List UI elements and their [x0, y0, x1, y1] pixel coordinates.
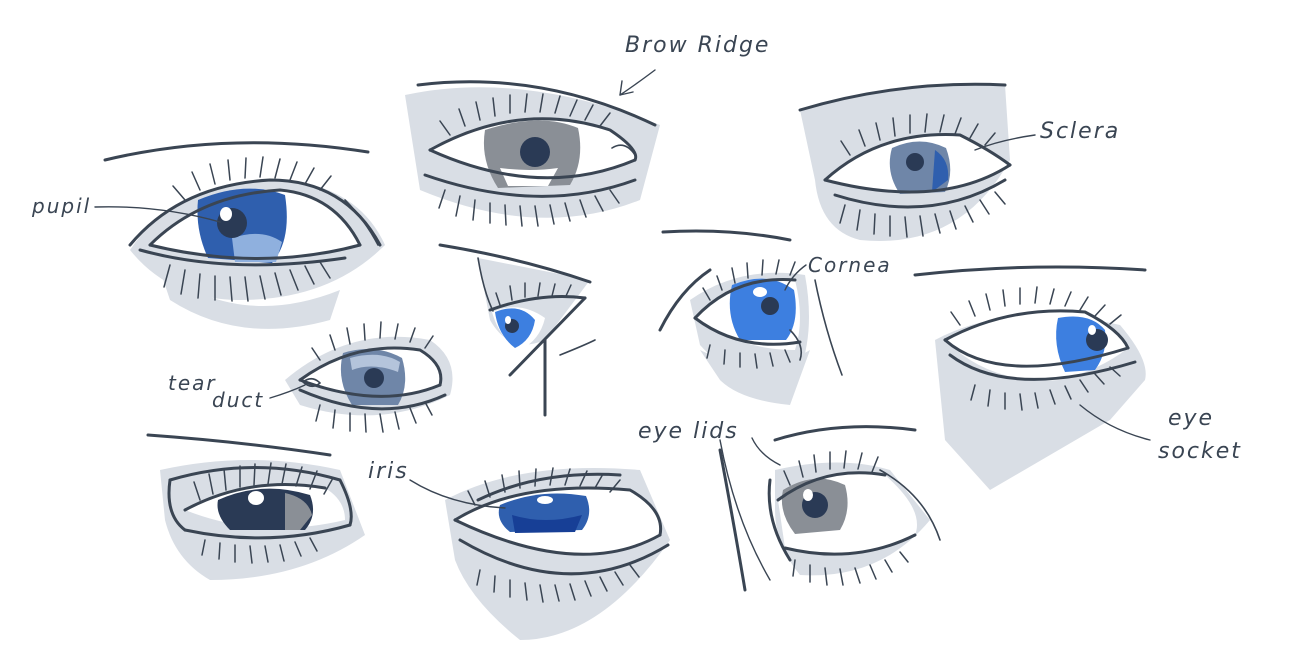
eye-profile-center — [438, 243, 596, 417]
eye-socket — [913, 265, 1147, 490]
annotation-iris: iris — [368, 459, 506, 509]
annotation-sclera: Sclera — [974, 119, 1120, 151]
label-brow-ridge: Brow Ridge — [625, 33, 770, 58]
eye-top-middle — [405, 80, 660, 227]
label-eyelids: eye lids — [638, 419, 739, 444]
eye-large-left — [103, 141, 385, 329]
annotation-tear-duct: tear duct — [168, 371, 306, 412]
annotation-eyelids: eye lids — [638, 419, 781, 581]
eye-eyelids — [718, 425, 941, 592]
eye-iris — [445, 467, 670, 640]
label-eye: eye — [1168, 406, 1214, 431]
label-tear: tear — [168, 371, 217, 395]
eye-bottom-left — [146, 433, 365, 580]
eye-tear-duct — [285, 321, 453, 433]
label-pupil: pupil — [31, 194, 91, 218]
arrow-brow-ridge-icon — [619, 80, 634, 96]
annotation-pupil: pupil — [31, 194, 221, 223]
label-sclera: Sclera — [1040, 119, 1120, 144]
label-iris: iris — [368, 459, 409, 484]
annotation-brow-ridge: Brow Ridge — [619, 33, 770, 96]
label-cornea: Cornea — [808, 253, 892, 277]
label-socket: socket — [1158, 439, 1242, 464]
annotation-eye-socket: eye socket — [1079, 404, 1242, 464]
eye-top-right — [798, 82, 1012, 242]
annotation-cornea: Cornea — [784, 253, 892, 291]
eye-cornea — [658, 229, 843, 405]
label-duct: duct — [212, 388, 264, 412]
